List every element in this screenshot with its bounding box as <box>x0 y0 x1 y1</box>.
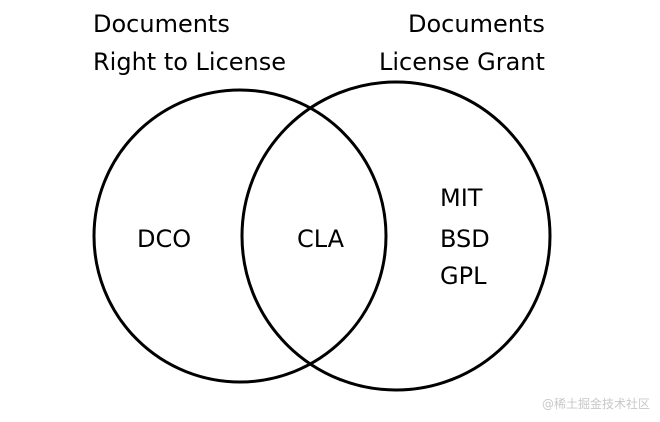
left-set-title-line2: Right to License <box>93 48 287 76</box>
left-only-member: DCO <box>137 225 192 253</box>
left-set-title-line1: Documents <box>93 10 230 38</box>
right-set-title-line1: Documents <box>408 10 545 38</box>
watermark-text: @稀土掘金技术社区 <box>541 397 650 411</box>
right-only-member-2: BSD <box>440 225 490 253</box>
right-circle <box>240 80 552 392</box>
right-only-member-3: GPL <box>440 262 487 290</box>
intersection-member: CLA <box>297 225 345 253</box>
right-set-title-line2: License Grant <box>379 48 545 76</box>
left-circle <box>92 88 388 384</box>
right-only-member-1: MIT <box>440 184 483 212</box>
